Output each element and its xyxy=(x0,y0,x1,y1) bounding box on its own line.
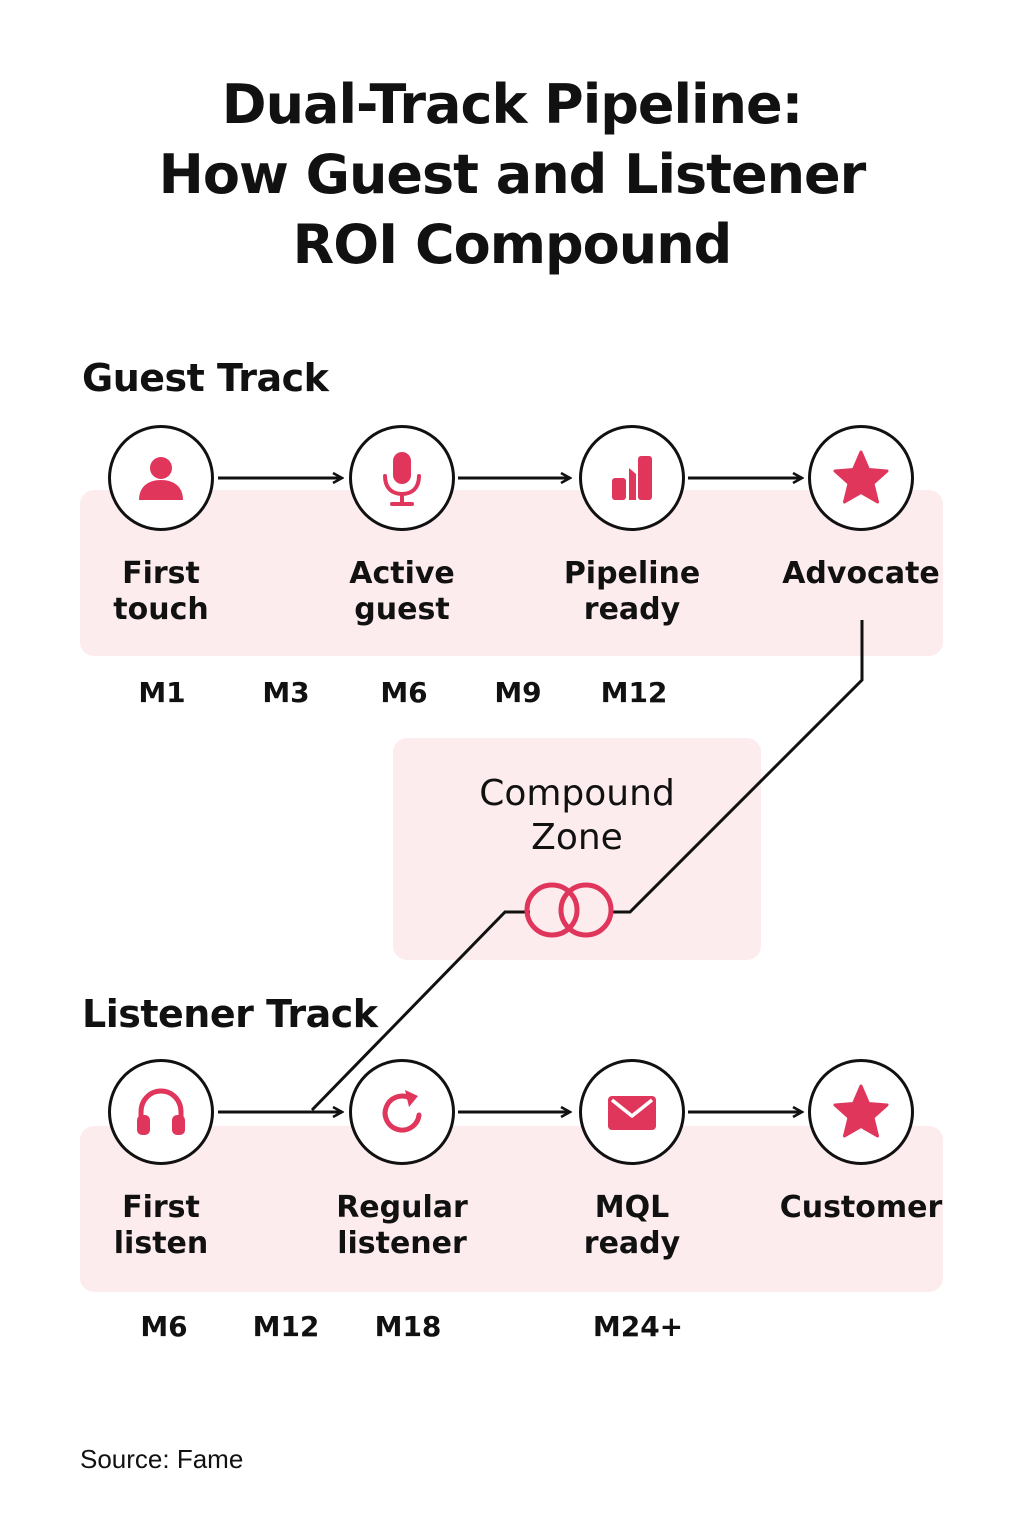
first-touch-node xyxy=(108,425,214,531)
compound-zone-label: Compound Zone xyxy=(393,772,761,860)
customer-node xyxy=(808,1059,914,1165)
page-title: Dual-Track Pipeline: How Guest and Liste… xyxy=(0,70,1024,280)
guest-month-label: M6 xyxy=(380,676,428,709)
pipeline-ready-node xyxy=(579,425,685,531)
stage-label-regular-listener: Regular listener xyxy=(336,1190,468,1261)
stage-label-mql-ready: MQL ready xyxy=(583,1190,681,1261)
source-note: Source: Fame xyxy=(80,1444,244,1474)
guest-month-label: M9 xyxy=(494,676,542,709)
active-guest-node xyxy=(349,425,455,531)
star-icon xyxy=(833,450,889,504)
person-icon xyxy=(139,457,183,500)
stage-label-first-listen: First listen xyxy=(113,1190,209,1261)
guest-month-label: M1 xyxy=(138,676,186,709)
guest-month-label: M3 xyxy=(262,676,310,709)
compound-zone-label-line-2: Zone xyxy=(531,817,623,858)
stage-label-first-touch: First touch xyxy=(113,556,209,627)
listener-track-heading: Listener Track xyxy=(82,992,378,1036)
stage-label-active-guest: Active guest xyxy=(349,556,455,627)
title-line-1: Dual-Track Pipeline: xyxy=(221,73,803,136)
listener-month-label: M6 xyxy=(140,1310,188,1343)
stage-label-advocate: Advocate xyxy=(782,556,940,591)
mql-ready-node xyxy=(579,1059,685,1165)
first-listen-node xyxy=(108,1059,214,1165)
guest-month-label: M12 xyxy=(600,676,668,709)
guest-track-band xyxy=(80,490,943,656)
regular-listener-node xyxy=(349,1059,455,1165)
microphone-icon xyxy=(383,452,421,506)
star-icon xyxy=(833,1084,889,1138)
compound-zone-label-line-1: Compound xyxy=(479,773,675,814)
stage-label-customer: Customer xyxy=(779,1190,943,1225)
listener-month-label: M24+ xyxy=(592,1310,684,1343)
guest-track-heading: Guest Track xyxy=(82,356,329,400)
bar-chart-icon xyxy=(612,456,652,500)
listener-month-label: M18 xyxy=(374,1310,442,1343)
refresh-icon xyxy=(382,1090,422,1133)
listener-month-label: M12 xyxy=(252,1310,320,1343)
headphones-icon xyxy=(137,1088,185,1135)
envelope-icon xyxy=(608,1096,656,1130)
listener-track-band xyxy=(80,1126,943,1292)
stage-label-pipeline-ready: Pipeline ready xyxy=(563,556,701,627)
compound-zone-box xyxy=(393,738,761,960)
title-line-2: How Guest and Listener xyxy=(158,143,867,206)
advocate-to-compound-line xyxy=(610,620,864,914)
title-line-3: ROI Compound xyxy=(292,213,733,276)
advocate-node xyxy=(808,425,914,531)
interlocking-rings-icon xyxy=(524,882,614,938)
compound-to-listener-line xyxy=(310,910,530,1112)
